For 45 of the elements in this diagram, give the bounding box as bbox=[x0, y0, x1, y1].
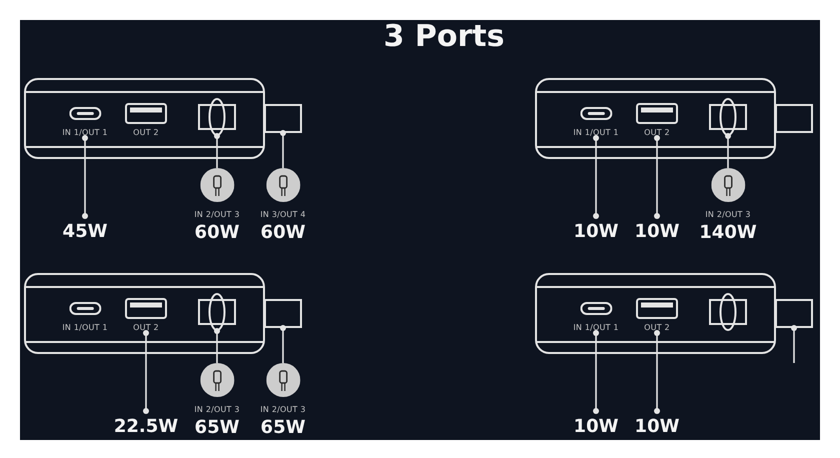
port-label: IN 1/OUT 1 bbox=[573, 128, 619, 138]
port-label: OUT 2 bbox=[644, 128, 670, 138]
port-label: IN 2/OUT 3 bbox=[260, 405, 306, 415]
leader-line bbox=[143, 330, 149, 414]
port-label: IN 3/OUT 4 bbox=[260, 210, 306, 220]
leader-line bbox=[654, 330, 660, 414]
wattage-label: 65W bbox=[194, 418, 240, 438]
port-label: IN 1/OUT 1 bbox=[62, 128, 108, 138]
cable-port-icon bbox=[709, 98, 747, 136]
cable-tab-icon bbox=[775, 299, 813, 328]
leader-line bbox=[280, 325, 286, 363]
wattage-label: 10W bbox=[634, 216, 680, 242]
port-label: OUT 2 bbox=[133, 323, 159, 333]
wattage-label: 45W bbox=[62, 216, 108, 242]
cable-tab-icon bbox=[264, 299, 302, 328]
port-label: IN 2/OUT 3 bbox=[194, 210, 240, 220]
wattage-label: 22.5W bbox=[114, 411, 178, 437]
title: 3 Ports bbox=[384, 19, 504, 55]
leader-line bbox=[654, 135, 660, 219]
leader-line bbox=[82, 135, 88, 219]
leader-line bbox=[214, 133, 220, 168]
leader-line bbox=[593, 135, 599, 219]
port-label: IN 2/OUT 3 bbox=[194, 405, 240, 415]
cable-tab-icon bbox=[775, 104, 813, 133]
cable-port-icon bbox=[198, 98, 236, 136]
port-label: IN 1/OUT 1 bbox=[62, 323, 108, 333]
leader-line bbox=[280, 130, 286, 168]
wattage-label: 140W bbox=[699, 223, 757, 243]
port-label: IN 1/OUT 1 bbox=[573, 323, 619, 333]
wattage-label: 60W bbox=[194, 223, 240, 243]
port-label: OUT 2 bbox=[133, 128, 159, 138]
leader-line bbox=[214, 328, 220, 363]
cable-port-icon bbox=[198, 293, 236, 331]
wattage-label: 65W bbox=[260, 418, 306, 438]
leader-line bbox=[725, 133, 731, 168]
port-label: IN 2/OUT 3 bbox=[705, 210, 751, 220]
wattage-label: 10W bbox=[574, 216, 618, 242]
leader-line bbox=[791, 325, 797, 363]
port-label: OUT 2 bbox=[644, 323, 670, 333]
wattage-label: 60W bbox=[260, 223, 306, 243]
cable-port-icon bbox=[709, 293, 747, 331]
cable-tab-icon bbox=[264, 104, 302, 133]
wattage-label: 10W bbox=[574, 411, 618, 437]
wattage-label: 10W bbox=[634, 411, 680, 437]
leader-line bbox=[593, 330, 599, 414]
